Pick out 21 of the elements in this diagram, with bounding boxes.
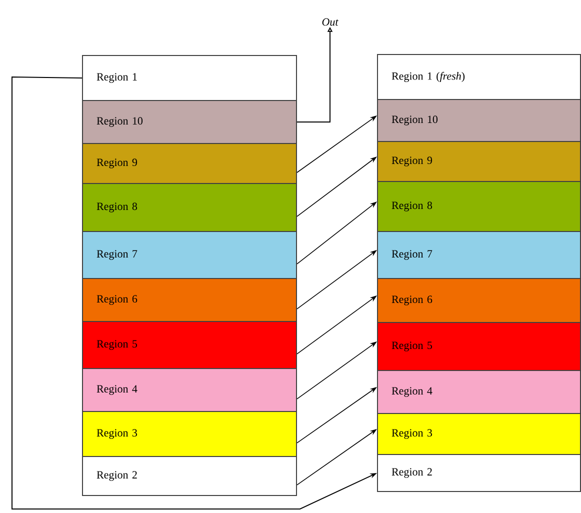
region-row: Region 5 <box>82 320 297 369</box>
region-row: Region 10 <box>377 99 581 142</box>
output-label: Out <box>322 18 338 26</box>
region-row: Region 3 <box>82 410 297 457</box>
region-row: Region 8 <box>82 183 297 232</box>
region-row: Region 3 <box>377 412 581 455</box>
region-row: Region 9 <box>377 141 581 182</box>
region-row: Region 1 (fresh) <box>377 54 581 100</box>
region-row: Region 2 <box>82 456 297 496</box>
region-row: Region 4 <box>377 370 581 414</box>
region-row: Region 4 <box>82 368 297 412</box>
region-row: Region 6 <box>377 278 581 323</box>
region-row: Region 6 <box>82 278 297 322</box>
region-row: Region 10 <box>82 100 297 144</box>
region-row: Region 8 <box>377 180 581 232</box>
region-row: Region 5 <box>377 322 581 371</box>
region-row: Region 2 <box>377 454 581 492</box>
region-row: Region 1 <box>82 55 297 101</box>
region-row: Region 9 <box>82 143 297 184</box>
region-row: Region 7 <box>377 231 581 279</box>
region-row: Region 7 <box>82 231 297 279</box>
